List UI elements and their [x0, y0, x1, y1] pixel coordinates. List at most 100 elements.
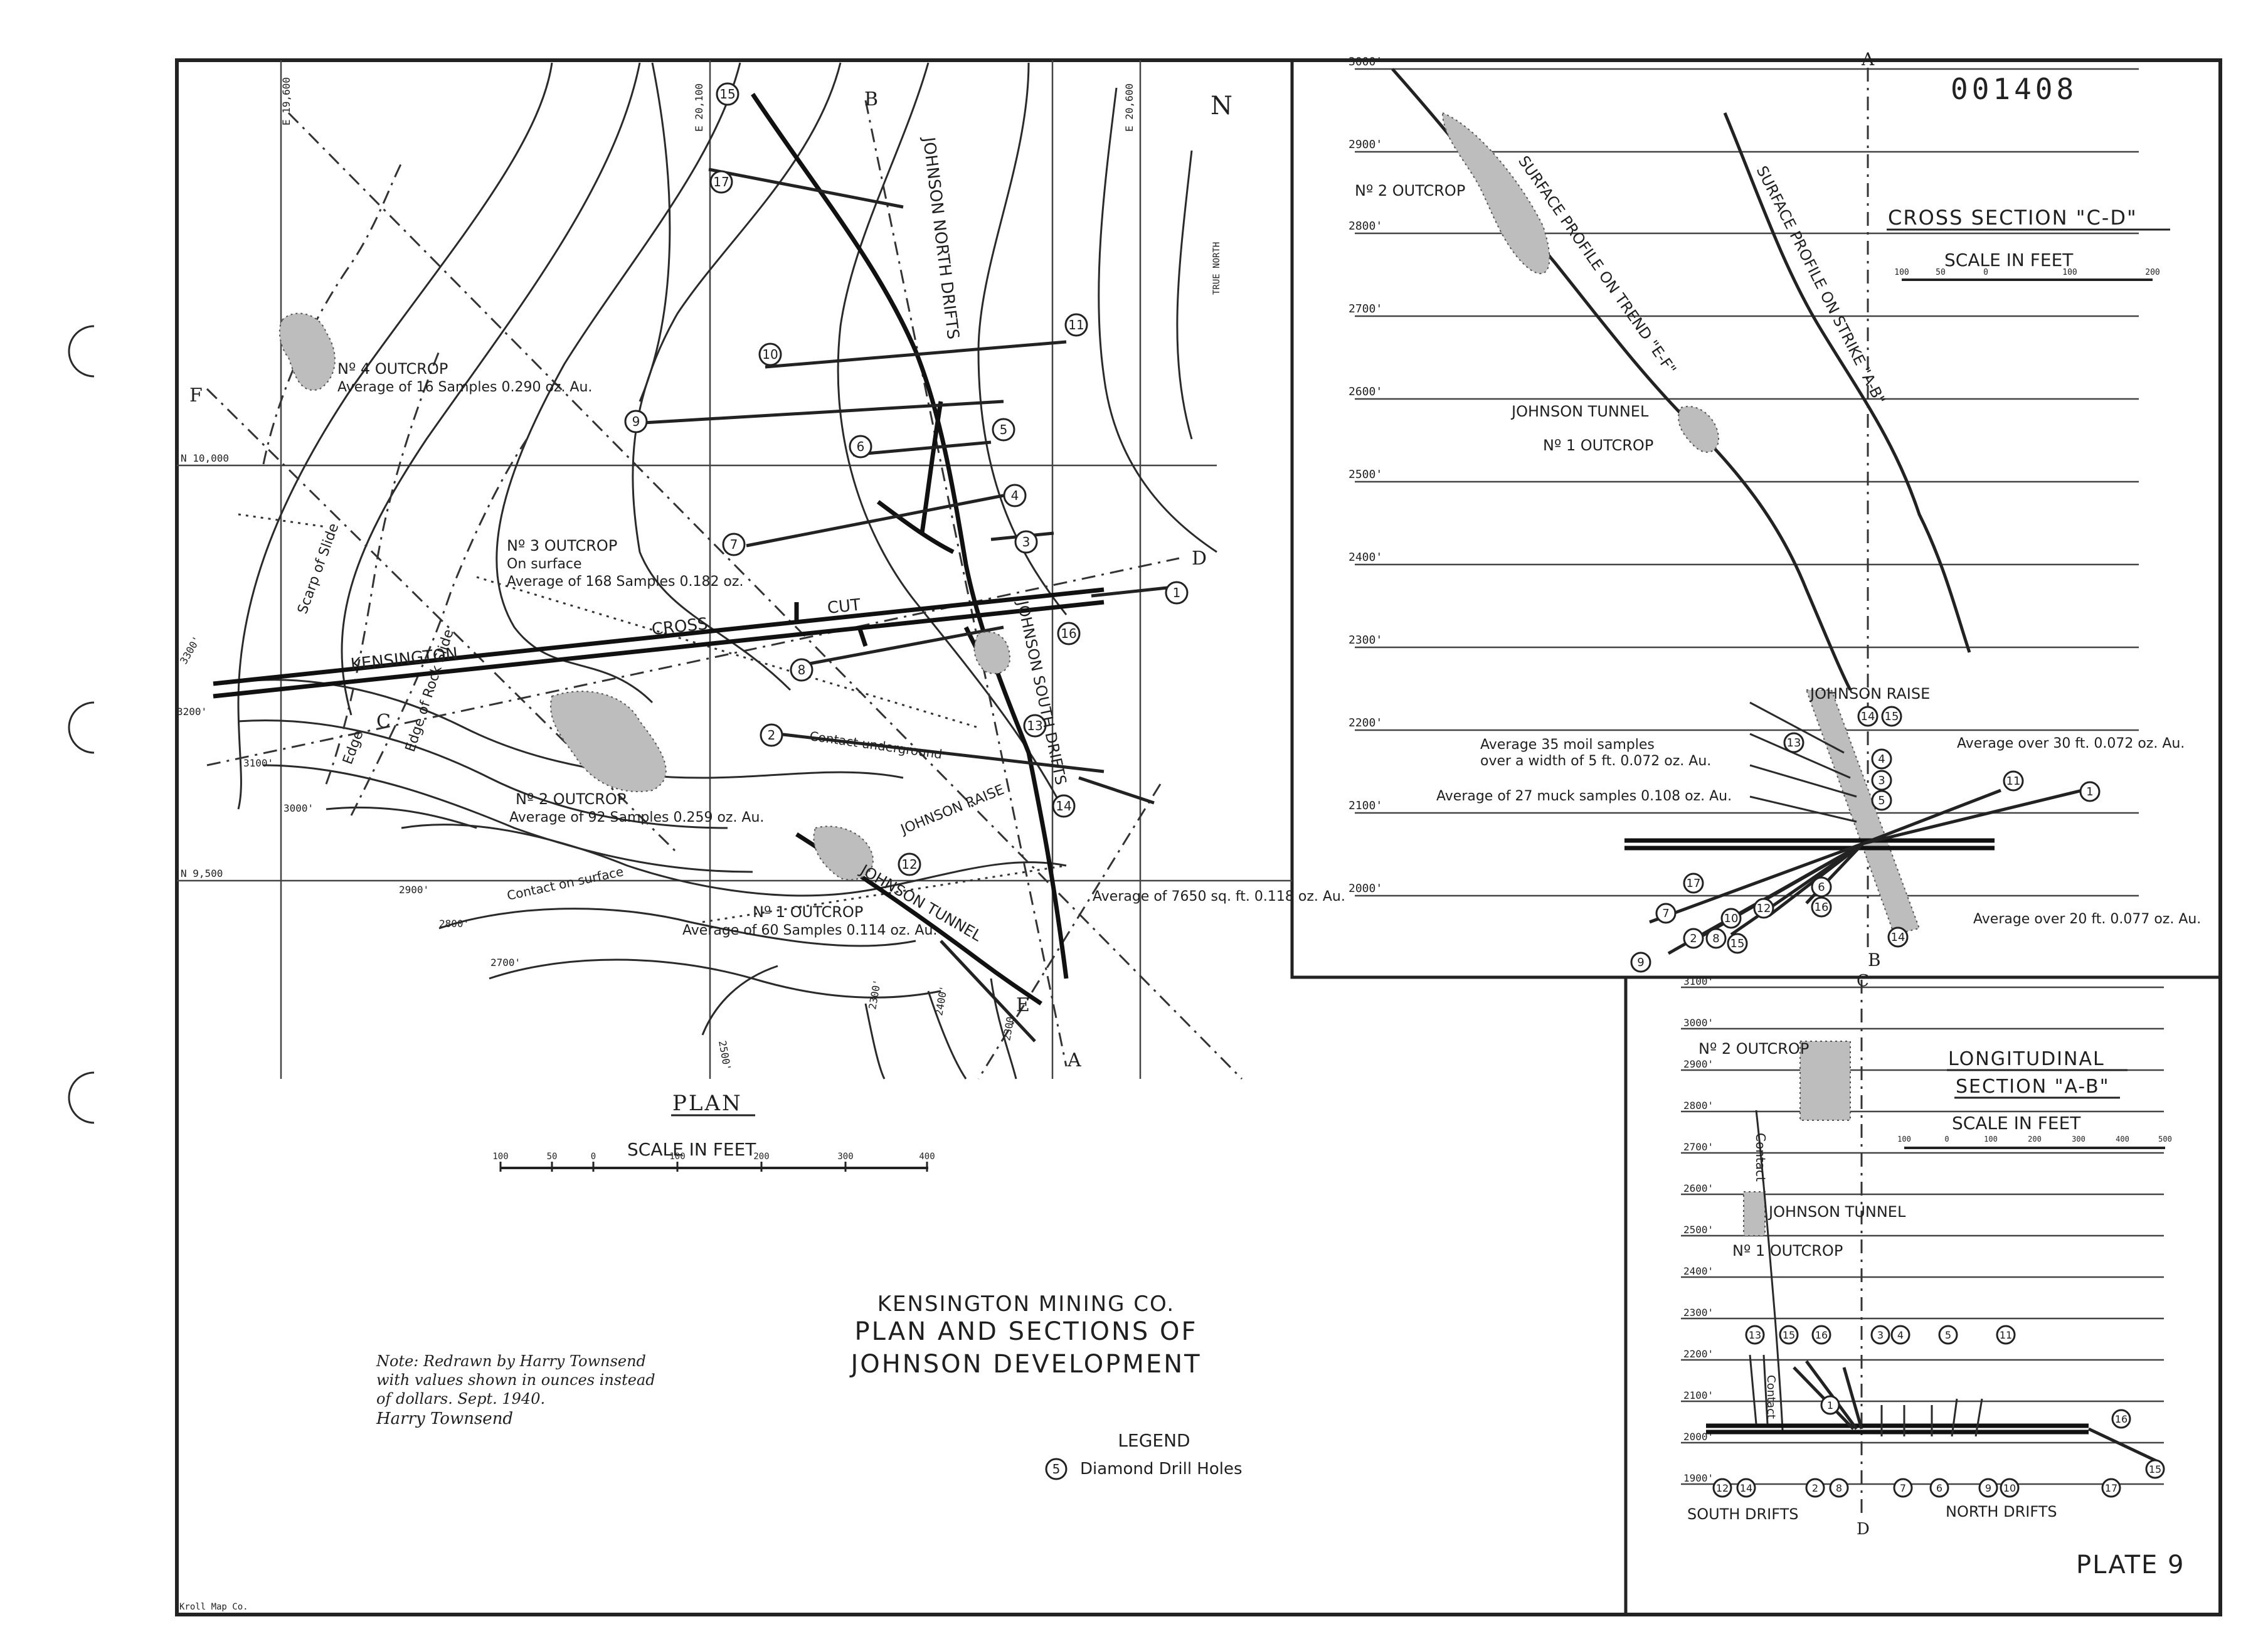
drill-hole-marker: 17 [2101, 1478, 2121, 1498]
svg-text:16: 16 [1061, 626, 1076, 641]
contact-underground-label: Contact underground [808, 728, 943, 761]
section-letter: C [376, 711, 391, 733]
svg-text:300: 300 [837, 1152, 853, 1162]
no3-outcrop-sub: On surface [507, 556, 582, 572]
contour-label: 3100' [243, 757, 273, 769]
svg-text:200: 200 [2145, 268, 2159, 277]
drill-hole-marker: 6 [1929, 1478, 1949, 1498]
svg-text:1: 1 [2086, 785, 2093, 798]
drill-hole-marker: 15 [1779, 1325, 1799, 1345]
north-arrow: N [1211, 92, 1232, 120]
svg-text:100: 100 [1894, 268, 1909, 277]
elevation-label: 2700' [1683, 1141, 1714, 1153]
drill-hole-marker: 9 [1630, 952, 1651, 973]
coord-label: E 20,600 [1123, 83, 1135, 132]
svg-text:11: 11 [1068, 317, 1084, 332]
legend: LEGEND 5 Diamond Drill Holes [1045, 1430, 1243, 1480]
drill-hole-marker: 7 [1655, 903, 1677, 924]
cut-label: CUT [827, 596, 862, 618]
elevation-label: 2200' [1349, 716, 1382, 729]
elevation-label: 2600' [1349, 385, 1382, 398]
drill-hole-marker: 13 [1745, 1325, 1765, 1345]
plan-scale-bar: 100 50 0 100 200 300 400 [492, 1152, 935, 1172]
elevation-label: 2000' [1349, 882, 1382, 895]
svg-text:13: 13 [1787, 736, 1801, 750]
svg-text:15: 15 [1885, 710, 1899, 723]
svg-text:14: 14 [1740, 1482, 1752, 1494]
moil-average-2: over a width of 5 ft. 0.072 oz. Au. [1480, 753, 1711, 769]
svg-text:11: 11 [2000, 1329, 2012, 1341]
svg-text:2: 2 [1690, 932, 1697, 945]
scarp-label: Scarp of Slide [295, 521, 342, 616]
svg-text:17: 17 [713, 174, 729, 189]
no2-outcrop-label: Nº 2 OUTCROP [1355, 182, 1465, 199]
drill-hole-marker: 5 [1938, 1325, 1958, 1345]
drill-hole-marker: 14 [1736, 1478, 1756, 1498]
svg-text:15: 15 [1730, 937, 1745, 950]
svg-text:9: 9 [1985, 1482, 1991, 1494]
drill-hole-marker: 12 [898, 852, 921, 876]
svg-text:400: 400 [919, 1152, 935, 1162]
muck-average: Average of 27 muck samples 0.108 oz. Au. [1436, 788, 1732, 804]
elevation-label: 3100' [1683, 975, 1714, 987]
svg-text:300: 300 [2072, 1135, 2085, 1143]
svg-text:200: 200 [2028, 1135, 2042, 1143]
coord-label: N 10,000 [181, 452, 229, 464]
longitudinal-title-1: LONGITUDINAL [1948, 1048, 2105, 1070]
section-letter: B [864, 88, 878, 110]
svg-text:4: 4 [1897, 1329, 1904, 1341]
coord-label: N 9,500 [181, 867, 223, 879]
elevation-label: 2400' [1683, 1265, 1714, 1277]
no4-outcrop-average: Average of 16 Samples 0.290 oz. Au. [337, 379, 592, 395]
svg-text:11: 11 [2006, 775, 2021, 788]
drift-average: Average of 7650 sq. ft. 0.118 oz. Au. [1093, 889, 1345, 905]
drill-hole-marker: 3 [1014, 530, 1038, 554]
no3-outcrop-label: Nº 3 OUTCROP [507, 537, 617, 554]
svg-text:50: 50 [1936, 268, 1946, 277]
longitudinal-labels: LONGITUDINAL SECTION "A-B" SCALE IN FEET… [1687, 1040, 2172, 1523]
section-letter: E [1016, 994, 1030, 1016]
svg-text:2: 2 [1812, 1482, 1818, 1494]
svg-text:6: 6 [857, 439, 865, 454]
plan-drill-holes: 1 2 3 4 5 6 7 8 9 10 11 12 13 14 15 16 1… [624, 82, 1189, 876]
elevation-label: 2900' [1683, 1058, 1714, 1070]
johnson-raise-label: JOHNSON RAISE [1809, 685, 1930, 703]
svg-text:12: 12 [1757, 902, 1771, 915]
svg-text:4: 4 [1878, 753, 1885, 766]
contour-label: 2300' [1000, 1010, 1017, 1042]
elevation-label: 1900' [1683, 1472, 1714, 1484]
title-line-2: JOHNSON DEVELOPMENT [849, 1350, 1201, 1379]
no2-outcrop-label: Nº 2 OUTCROP [1698, 1040, 1809, 1058]
svg-text:2: 2 [768, 728, 776, 743]
svg-text:3: 3 [1878, 774, 1885, 787]
drill-hole-marker: 13 [1783, 732, 1804, 753]
johnson-north-drifts-label: JOHNSON NORTH DRIFTS [919, 135, 963, 340]
drill-hole-marker: 8 [1705, 928, 1727, 949]
drill-hole-marker: 1 [1165, 581, 1189, 605]
note-signature: Harry Townsend [376, 1409, 513, 1428]
drill-hole-marker: 12 [1712, 1478, 1732, 1498]
average-30ft: Average over 30 ft. 0.072 oz. Au. [1957, 736, 2185, 751]
cross-section-labels: 001408 CROSS SECTION "C-D" SCALE IN FEET… [1355, 72, 2201, 927]
longitudinal-section: 3100' 3000' 2900' 2800' 2700' 2600' 2500… [1681, 972, 2164, 1539]
elevation-label: 2200' [1683, 1348, 1714, 1360]
title-block: KENSINGTON MINING CO. PLAN AND SECTIONS … [849, 1292, 1201, 1379]
no2-outcrop-label: Nº 2 OUTCROP [516, 790, 626, 808]
no1-outcrop-average: Average of 60 Samples 0.114 oz. Au. [682, 923, 937, 938]
drill-hole-marker: 2 [760, 723, 783, 747]
svg-text:16: 16 [2115, 1413, 2128, 1425]
elevation-label: 2500' [1683, 1224, 1714, 1236]
section-letter: D [1857, 1520, 1870, 1539]
no1-outcrop-label: Nº 1 OUTCROP [1732, 1242, 1843, 1260]
drill-hole-marker: 2 [1683, 928, 1704, 949]
svg-text:400: 400 [2116, 1135, 2129, 1143]
svg-text:10: 10 [1724, 912, 1739, 925]
elevation-label: 2100' [1349, 799, 1382, 812]
drill-hole-marker: 16 [2111, 1409, 2131, 1429]
true-north-label: TRUE NORTH [1212, 242, 1222, 295]
legend-symbol-number: 5 [1052, 1462, 1061, 1477]
north-drifts-label: NORTH DRIFTS [1946, 1503, 2057, 1520]
note-line-3: of dollars. Sept. 1940. [376, 1390, 545, 1408]
drill-hole-marker: 11 [1064, 313, 1088, 337]
